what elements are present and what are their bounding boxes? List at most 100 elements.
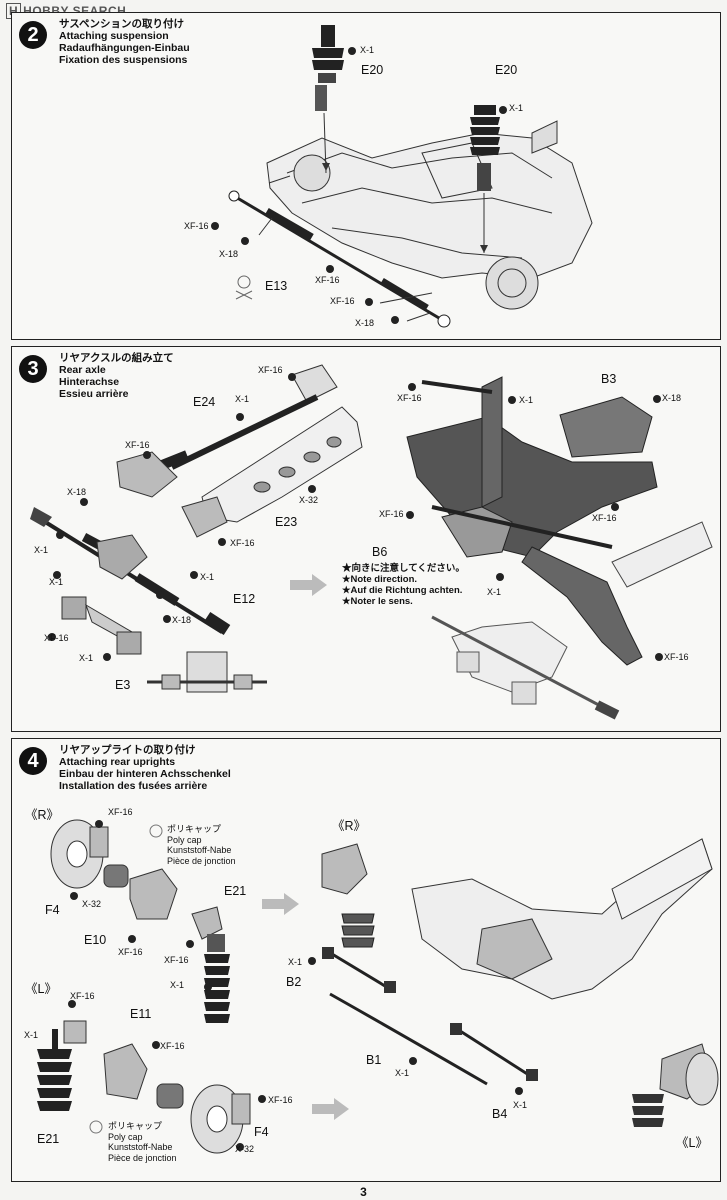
step-title-en: Rear axle <box>59 364 106 376</box>
label-l-side: 《L》 <box>25 982 57 996</box>
step-title-en: Attaching suspension <box>59 30 169 42</box>
label-xf16: XF-16 <box>592 513 617 523</box>
label-x1: X-1 <box>513 1100 528 1110</box>
label-b3: B3 <box>601 372 617 386</box>
step-title-jp: サスペンションの取り付け <box>59 18 185 30</box>
step-title-fr: Essieu arrière <box>59 388 129 400</box>
spring-e21-lower <box>37 1029 72 1111</box>
label-r-side: 《R》 <box>332 819 367 833</box>
label-x1: X-1 <box>200 572 215 582</box>
label-x1: X-1 <box>288 957 303 967</box>
shaft-e24 <box>170 394 319 470</box>
polycap-de: Kunststoff-Nabe <box>167 845 232 855</box>
label-xf16: XF-16 <box>397 393 422 403</box>
upright-e10 <box>129 868 178 920</box>
note-fr: ★Noter le sens. <box>342 596 413 607</box>
label-x32: X-32 <box>82 899 102 909</box>
step-title-de: Radaufhängungen-Einbau <box>59 42 190 54</box>
polycap-de: Kunststoff-Nabe <box>108 1142 173 1152</box>
step-title-block: リヤアクスルの組み立て Rear axle Hinterachse Essieu… <box>59 352 174 400</box>
step-title-block: リヤアップライトの取り付け Attaching rear uprights Ei… <box>59 744 231 792</box>
label-x1: X-1 <box>509 103 524 113</box>
rod-b4 <box>456 1027 533 1079</box>
label-e20: E20 <box>495 63 518 77</box>
spring-right-l <box>632 1094 664 1127</box>
label-xf16: XF-16 <box>330 296 355 306</box>
upright-e11 <box>103 1043 148 1100</box>
label-e21: E21 <box>37 1132 60 1146</box>
label-xf16: XF-16 <box>118 947 143 957</box>
step-number-badge: 4 <box>19 747 47 775</box>
label-r-side: 《R》 <box>25 808 60 822</box>
shock-absorber-e20-right <box>470 105 500 253</box>
rod-b2 <box>331 952 391 991</box>
label-xf16: XF-16 <box>125 440 150 450</box>
label-xf16: XF-16 <box>44 633 69 643</box>
direction-arrow-icon <box>290 574 327 596</box>
label-e13: E13 <box>265 279 288 293</box>
label-xf16: XF-16 <box>184 221 209 231</box>
label-e10: E10 <box>84 933 107 947</box>
label-x1: X-1 <box>24 1030 39 1040</box>
note-de: ★Auf die Richtung achten. <box>342 585 463 596</box>
label-e20: E20 <box>361 63 384 77</box>
label-xf16: XF-16 <box>70 991 95 1001</box>
note-jp: ★向きに注意してください。 <box>342 563 465 574</box>
polycap-en: Poly cap <box>108 1131 143 1142</box>
step-title-fr: Installation des fusées arrière <box>59 780 208 792</box>
polycap-fr: Pièce de jonction <box>108 1152 177 1163</box>
label-x1: X-1 <box>170 980 185 990</box>
label-xf16: XF-16 <box>268 1095 293 1105</box>
arm-e23 <box>201 364 363 523</box>
label-x18: X-18 <box>67 487 87 497</box>
note-en: ★Note direction. <box>342 574 418 585</box>
step-title-jp: リヤアップライトの取り付け <box>59 744 196 756</box>
shock-absorber-e20-left <box>312 25 344 174</box>
direction-note: ★向きに注意してください。 ★Note direction. ★Auf die … <box>342 563 465 607</box>
rear-upright-diagram <box>37 819 719 1154</box>
page-number: 3 <box>360 1185 367 1199</box>
label-b4: B4 <box>492 1107 508 1121</box>
label-x32: X-32 <box>235 1144 255 1154</box>
label-xf16: XF-16 <box>160 1041 185 1051</box>
label-xf16: XF-16 <box>379 509 404 519</box>
label-e21: E21 <box>224 884 247 898</box>
step-4-panel: 4 リヤアップライトの取り付け Attaching rear uprights … <box>11 738 721 1182</box>
rear-axle-diagram <box>30 364 713 720</box>
caution-skull-icon <box>235 275 253 300</box>
rear-subframe <box>406 376 713 666</box>
label-f4: F4 <box>254 1125 269 1139</box>
label-x18: X-18 <box>355 318 375 328</box>
spring-right-r <box>341 913 375 948</box>
direction-arrow-icon <box>262 893 299 915</box>
label-x1: X-1 <box>487 587 502 597</box>
label-x1: X-1 <box>395 1068 410 1078</box>
label-l-side: 《L》 <box>676 1136 708 1150</box>
label-x1: X-1 <box>79 653 94 663</box>
step-number-badge: 2 <box>19 21 47 49</box>
label-xf16: XF-16 <box>315 275 340 285</box>
label-e24: E24 <box>193 395 216 409</box>
step-title-fr: Fixation des suspensions <box>59 54 188 66</box>
spring-e21-upper <box>204 934 230 1023</box>
label-x1: X-1 <box>34 545 49 555</box>
label-xf16: XF-16 <box>664 652 689 662</box>
direction-arrow-icon <box>312 1098 349 1120</box>
label-x1: X-1 <box>49 577 64 587</box>
label-e23: E23 <box>275 515 298 529</box>
label-e12: E12 <box>233 592 256 606</box>
mount-e3 <box>61 596 142 655</box>
polycap-fr: Pièce de jonction <box>167 855 236 866</box>
label-f4: F4 <box>45 903 60 917</box>
step-title-jp: リヤアクスルの組み立て <box>59 352 174 364</box>
step-3-panel: 3 リヤアクスルの組み立て Rear axle Hinterachse Essi… <box>11 346 721 732</box>
label-xf16: XF-16 <box>164 955 189 965</box>
label-x18: X-18 <box>219 249 239 259</box>
rod-e13 <box>228 190 451 328</box>
caution-skull-icon <box>149 824 163 838</box>
step-title-de: Hinterachse <box>59 376 120 388</box>
polycap-note: ポリキャップ Poly cap Kunststoff-Nabe Pièce de… <box>167 824 236 866</box>
polycap-jp: ポリキャップ <box>167 824 222 834</box>
suspension-diagram <box>211 25 593 328</box>
part-b3 <box>559 396 653 458</box>
